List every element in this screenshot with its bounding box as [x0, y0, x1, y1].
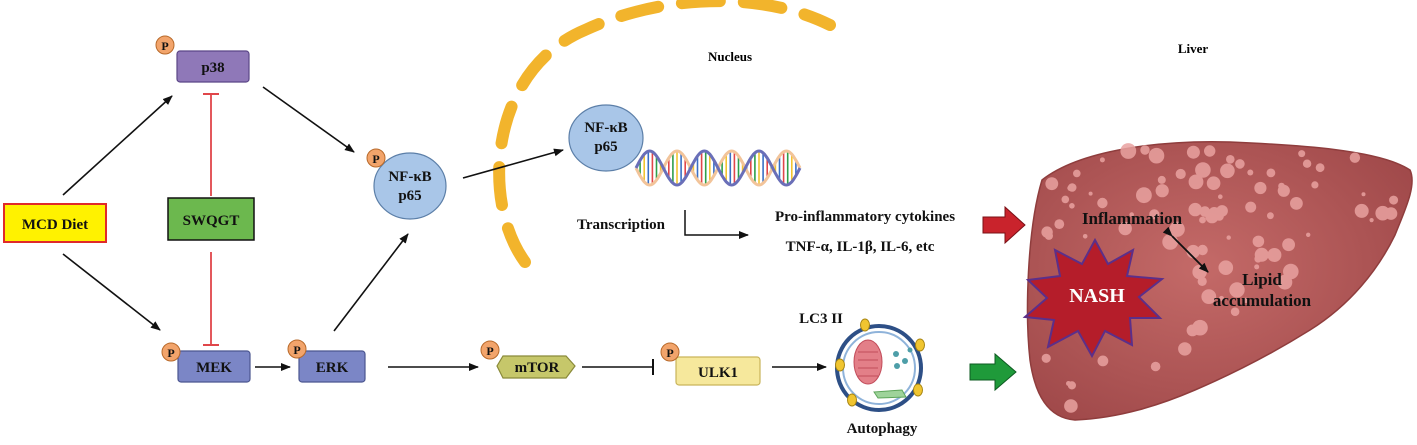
nucleus-label: Nucleus	[708, 49, 752, 64]
erk-phospho-icon	[287, 339, 307, 359]
inflammation-lipid-arrow	[1162, 226, 1209, 273]
mek-box	[177, 350, 251, 383]
mek-phospho-label: P	[167, 346, 174, 360]
ulk1-label: ULK1	[698, 365, 738, 381]
mtor-phospho-label: P	[486, 344, 493, 358]
nfkb-nuclear-translocation-arrow	[462, 148, 564, 179]
nfkb-cytoplasm-line1: NF-κB	[388, 169, 431, 185]
lc3-label: LC3 II	[799, 311, 843, 327]
mek-phospho-icon	[161, 342, 181, 362]
erk-label: ERK	[316, 360, 349, 376]
nfkb-cytoplasm	[373, 152, 447, 220]
mcd-diet-label: MCD Diet	[22, 217, 88, 233]
transcription-label: Transcription	[577, 217, 666, 233]
p38-phospho-label: P	[161, 39, 168, 53]
diet-to-mek-arrow	[62, 253, 161, 331]
nucleus-envelope	[493, 0, 836, 268]
nash-label: NASH	[1069, 285, 1125, 307]
diet-to-p38-arrow	[62, 95, 173, 196]
swqgt-box	[167, 197, 255, 241]
mek-label: MEK	[196, 360, 232, 376]
mtor-label: mTOR	[515, 360, 560, 376]
swqgt-label: SWQGT	[183, 213, 240, 229]
inflammation-label: Inflammation	[1082, 209, 1183, 228]
mtor-phospho-icon	[480, 340, 500, 360]
p38-to-nfkb-arrow	[262, 86, 355, 153]
nash-starburst	[1022, 237, 1165, 359]
nfkb-phospho-icon	[366, 148, 386, 168]
dna-helix-icon	[634, 149, 802, 187]
liver-label: Liver	[1178, 41, 1209, 56]
nfkb-nucleus	[568, 104, 644, 172]
nfkb-nucleus-line1: NF-κB	[584, 120, 627, 136]
erk-to-nfkb-arrow	[333, 233, 409, 332]
transcription-arrow	[684, 210, 749, 239]
cytokine-list-label: TNF-α, IL-1β, IL-6, etc	[786, 239, 935, 255]
nfkb-nucleus-line2: p65	[594, 139, 617, 155]
red-arrow-to-liver	[982, 205, 1026, 245]
cytokines-label: Pro-inflammatory cytokines	[775, 209, 955, 225]
mtor-shape	[496, 355, 576, 379]
ulk1-box	[675, 356, 761, 386]
green-arrow-to-liver	[969, 352, 1017, 392]
p38-phospho-icon	[155, 35, 175, 55]
erk-box	[298, 350, 366, 383]
autophagosome-icon	[835, 318, 925, 412]
p38-box	[176, 50, 250, 83]
mcd-diet-box	[3, 203, 107, 243]
autophagy-label: Autophagy	[847, 421, 918, 437]
ulk1-phospho-icon	[660, 342, 680, 362]
lipid-label-line2: accumulation	[1213, 291, 1312, 310]
ulk1-phospho-label: P	[666, 346, 673, 360]
nfkb-cytoplasm-line2: p65	[398, 188, 421, 204]
lipid-label-line1: Lipid	[1242, 270, 1282, 289]
p38-label: p38	[201, 60, 224, 76]
erk-phospho-label: P	[293, 343, 300, 357]
nfkb-phospho-label: P	[372, 152, 379, 166]
